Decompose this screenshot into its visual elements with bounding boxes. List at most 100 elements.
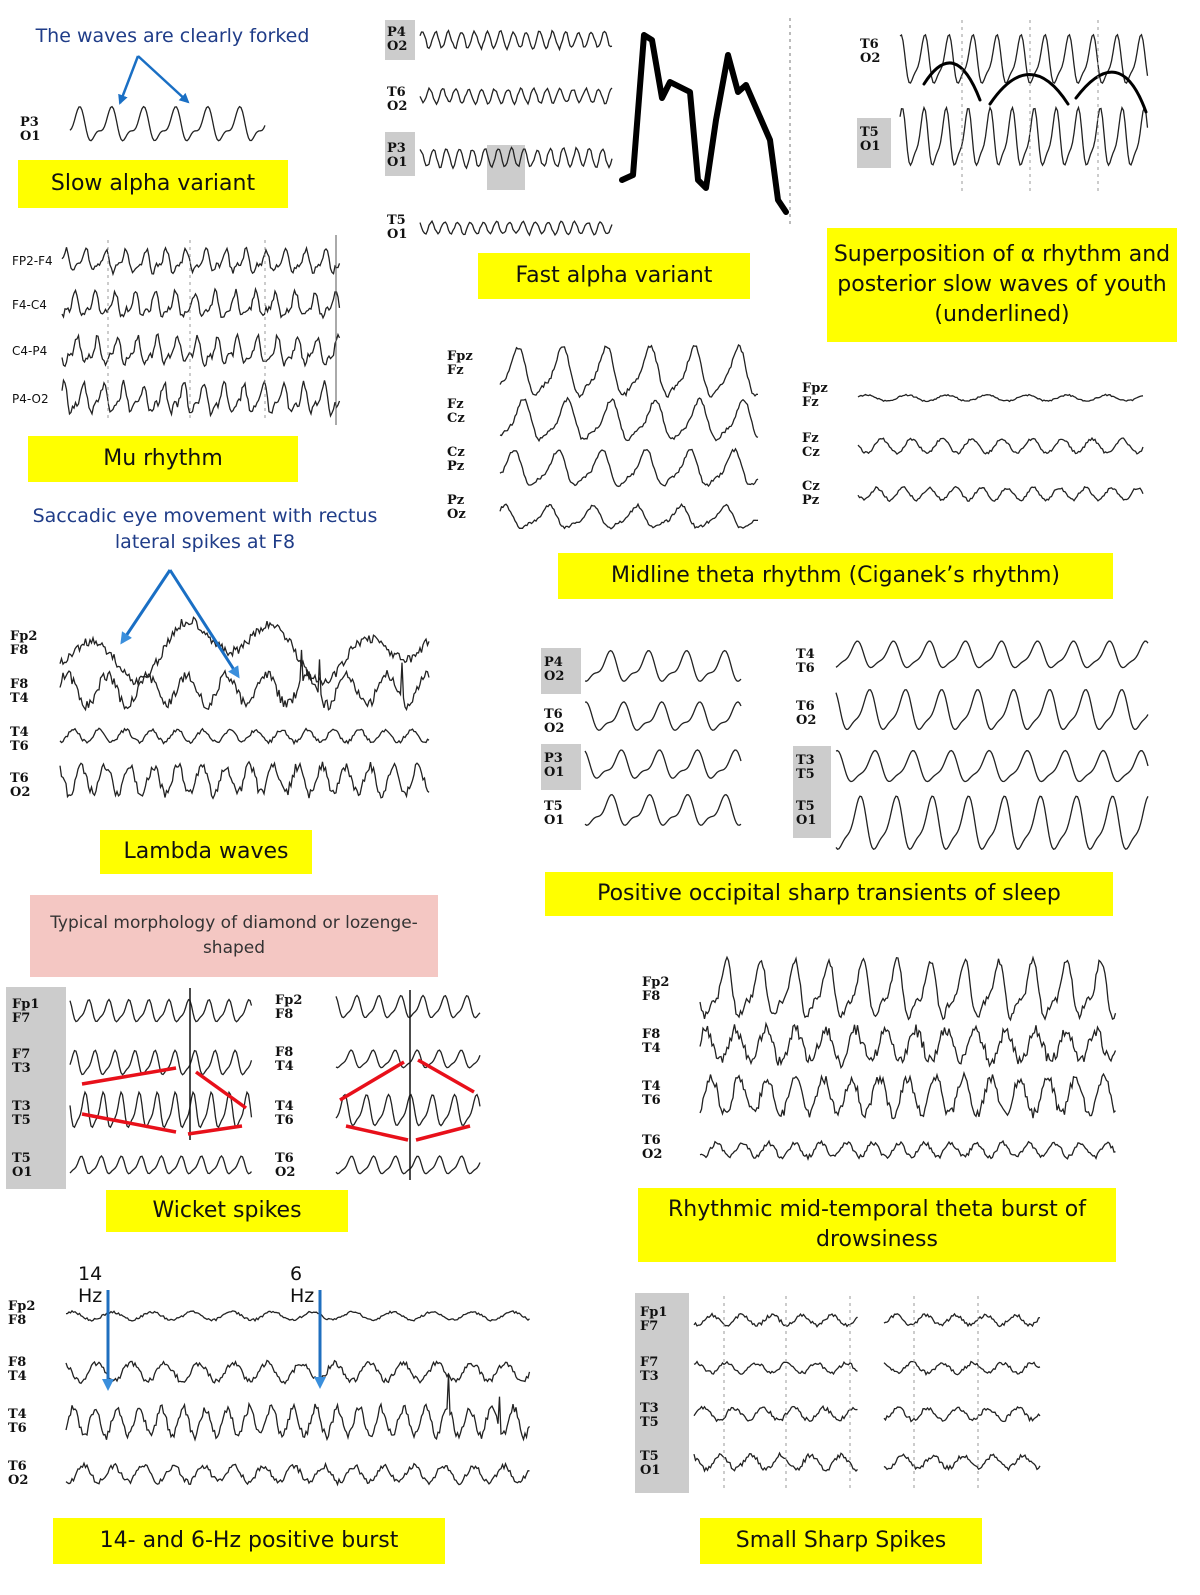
eeg-trace <box>65 1374 531 1442</box>
fast-alpha-zoom <box>619 32 789 215</box>
channel-label: P3 O1 <box>544 751 565 780</box>
channel-label: F8 T4 <box>8 1355 27 1384</box>
channel-label: T6 O2 <box>860 37 881 66</box>
eeg-trace <box>69 1154 252 1175</box>
eeg-trace <box>899 105 1149 167</box>
channel-label: P3 O1 <box>20 115 41 144</box>
eeg-trace <box>419 86 613 106</box>
diamond-line <box>339 1060 405 1102</box>
channel-label: T6 O2 <box>275 1151 296 1180</box>
channel-label: T5 O1 <box>544 799 565 828</box>
title-wicket: Wicket spikes <box>106 1190 348 1232</box>
diamond-line <box>81 1112 177 1134</box>
title-lambda: Lambda waves <box>100 830 312 874</box>
eeg-trace <box>419 29 613 52</box>
diamond-line <box>345 1124 409 1142</box>
eeg-trace <box>335 1155 481 1175</box>
highlight-box <box>541 744 581 790</box>
highlight-box <box>541 648 581 694</box>
channel-label: Pz Oz <box>447 493 466 522</box>
channel-label: T3 T5 <box>796 753 815 782</box>
forked-arrow <box>118 55 140 105</box>
eeg-trace <box>699 955 1117 1022</box>
eeg-trace <box>335 994 481 1019</box>
slow-wave-underline <box>988 73 1070 106</box>
channel-label: T4 T6 <box>642 1079 661 1108</box>
channel-label: T6 O2 <box>10 771 31 800</box>
channel-label: T5 O1 <box>796 799 817 828</box>
marker-6hz: 6 Hz <box>290 1263 315 1307</box>
channel-label: Fpz Fz <box>802 381 828 410</box>
channel-label: Fp1 F7 <box>12 997 40 1026</box>
saccadic-note: Saccadic eye movement with rectus latera… <box>32 505 378 553</box>
channel-label: Fp2 F8 <box>275 993 303 1022</box>
channel-label: P4-O2 <box>12 392 49 406</box>
eeg-trace <box>883 1453 1041 1472</box>
channel-label: T4 T6 <box>796 647 815 676</box>
eeg-trace <box>584 749 742 780</box>
eeg-trace <box>61 286 341 320</box>
diamond-note: Typical morphology of diamond or lozenge… <box>30 895 438 977</box>
eeg-trace <box>899 33 1149 85</box>
diamond-line <box>415 1124 471 1142</box>
channel-label: F8 T4 <box>275 1045 294 1074</box>
forked-note: The waves are clearly forked <box>35 25 310 47</box>
eeg-trace <box>419 219 613 237</box>
channel-label: Fp2 F8 <box>10 629 38 658</box>
channel-label: T5 O1 <box>860 125 881 154</box>
diamond-line <box>81 1066 177 1086</box>
eeg-trace <box>699 1070 1116 1120</box>
channel-label: T6 O2 <box>8 1459 29 1488</box>
slow-wave-underline <box>922 61 982 102</box>
highlight-box <box>385 20 415 60</box>
eeg-trace <box>61 378 341 418</box>
eeg-trace <box>883 1360 1041 1376</box>
eeg-trace <box>585 701 742 732</box>
channel-label: T4 T6 <box>8 1407 27 1436</box>
eeg-trace <box>835 689 1149 731</box>
eeg-trace <box>59 649 430 712</box>
channel-label: Fp2 F8 <box>8 1299 36 1328</box>
eeg-trace <box>584 793 742 827</box>
channel-label: C4-P4 <box>12 344 48 358</box>
channel-label: T6 O2 <box>387 85 408 114</box>
eeg-trace <box>699 1021 1117 1070</box>
channel-label: F8 T4 <box>10 677 29 706</box>
channel-label: P3 O1 <box>387 141 408 170</box>
saccade-arrow <box>120 569 172 645</box>
forked-arrow <box>137 55 190 104</box>
channel-label: T5 O1 <box>387 213 408 242</box>
eeg-trace <box>835 749 1149 783</box>
highlight-box <box>6 987 66 1189</box>
eeg-trace <box>584 649 742 683</box>
channel-label: T6 O2 <box>642 1133 663 1162</box>
eeg-trace <box>499 344 759 399</box>
title-superposition: Superposition of α rhythm and posterior … <box>827 228 1177 342</box>
channel-label: T5 O1 <box>640 1449 661 1478</box>
eeg-trace <box>335 1093 481 1127</box>
eeg-trace <box>65 1309 530 1322</box>
channel-label: Fz Cz <box>447 397 465 426</box>
eeg-trace <box>883 1312 1041 1328</box>
highlight-box <box>857 118 891 168</box>
slow-wave-underline <box>1074 70 1148 114</box>
eeg-trace <box>693 1404 858 1423</box>
saccade-arrow <box>168 569 240 679</box>
channel-label: F7 T3 <box>12 1047 31 1076</box>
eeg-trace <box>693 1312 858 1328</box>
channel-label: Cz Pz <box>802 479 820 508</box>
title-slow-alpha: Slow alpha variant <box>18 160 288 208</box>
eeg-trace <box>69 1090 253 1129</box>
channel-label: P4 O2 <box>387 25 408 54</box>
channel-label: T3 T5 <box>640 1401 659 1430</box>
channel-label: F8 T4 <box>642 1027 661 1056</box>
title-midline-theta: Midline theta rhythm (Ciganek’s rhythm) <box>558 553 1113 599</box>
eeg-trace <box>835 795 1149 850</box>
channel-label: Cz Pz <box>447 445 465 474</box>
channel-label: F4-C4 <box>12 298 47 312</box>
diamond-line <box>194 1070 248 1110</box>
channel-label: T4 T6 <box>275 1099 294 1128</box>
eeg-trace <box>61 332 341 368</box>
channel-label: T6 O2 <box>544 707 565 736</box>
eeg-trace <box>857 436 1144 456</box>
